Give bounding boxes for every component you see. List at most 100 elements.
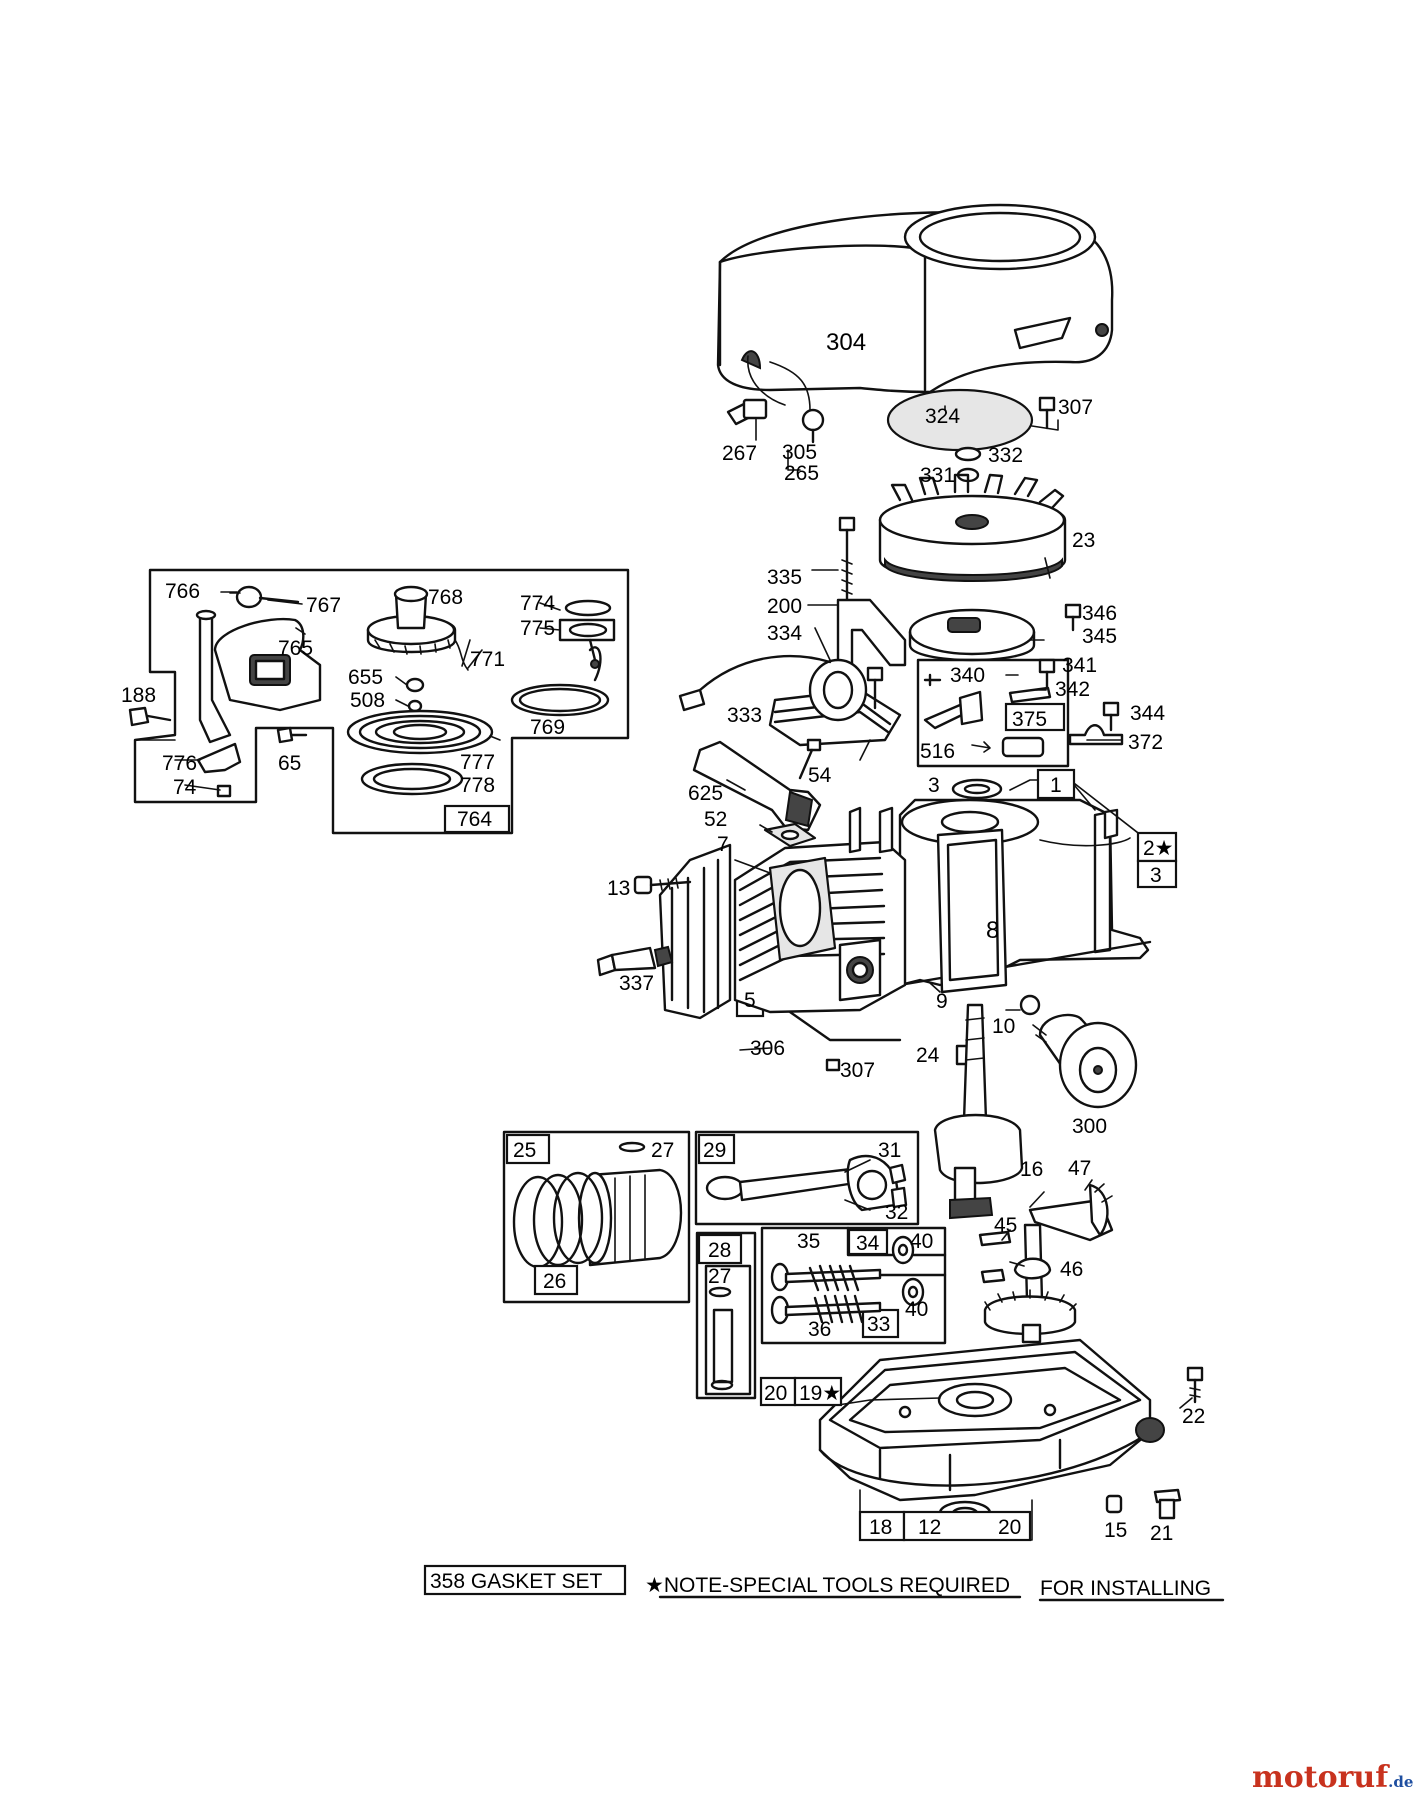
label-508: 508 [350,689,385,712]
label-332: 332 [988,444,1023,467]
breaker-points-box [916,658,1070,768]
label-200: 200 [767,595,802,618]
screw-54 [798,738,822,780]
flywheel-23 [878,473,1067,582]
label-32: 32 [885,1201,908,1224]
label-9: 9 [936,990,948,1013]
label-188: 188 [121,684,156,707]
clip-372 [1068,701,1124,746]
label-7: 7 [717,833,729,856]
label-769: 769 [530,716,565,739]
label-45: 45 [994,1214,1017,1237]
label-25: 25 [513,1139,536,1162]
bolt-335 [838,516,856,602]
label-766: 766 [165,580,200,603]
label-340: 340 [950,664,985,687]
label-22: 22 [1182,1405,1205,1428]
blower-housing-304 [716,203,1114,411]
label-768: 768 [428,586,463,609]
bracket-200 [836,598,907,667]
label-764: 764 [457,808,492,831]
piston-assembly-box-25 [502,1130,691,1304]
for-installing-note: FOR INSTALLING [1040,1577,1211,1600]
label-300: 300 [1072,1115,1107,1138]
label-40-bottom: 40 [905,1298,928,1321]
rewind-starter-assembly-764 [128,568,630,835]
label-47: 47 [1068,1157,1091,1180]
label-265: 265 [784,462,819,485]
governor-47 [1028,1179,1114,1242]
label-765: 765 [278,637,313,660]
label-342: 342 [1055,678,1090,701]
label-307-bottom: 307 [840,1059,875,1082]
label-74: 74 [173,776,197,799]
label-3-top: 3 [928,774,940,797]
watermark: motoruf.de [1252,1760,1413,1795]
label-778: 778 [460,774,495,797]
sump-base-18 [818,1338,1204,1526]
svg-text:motoruf.de: motoruf.de [1252,1760,1413,1795]
cylinder-block [596,740,1152,1072]
label-65: 65 [278,752,301,775]
part-number-labels: 304 324 307 332 331 267 305 265 23 335 2… [121,329,1205,1545]
label-20-box: 20 [764,1382,787,1405]
label-19-star: 19★ [799,1382,841,1405]
label-333: 333 [727,704,762,727]
label-324: 324 [925,405,960,428]
label-52: 52 [704,808,727,831]
label-16: 16 [1020,1158,1043,1181]
label-335: 335 [767,566,802,589]
label-8: 8 [986,917,999,944]
label-10: 10 [992,1015,1015,1038]
label-29: 29 [703,1139,726,1162]
rotating-screen-324 [886,388,1059,483]
valves-box-34-33 [760,1226,947,1345]
gasket-set-label: 358 GASKET SET [430,1570,603,1593]
label-372: 372 [1128,731,1163,754]
label-26: 26 [543,1270,566,1293]
label-34: 34 [856,1232,880,1255]
label-36: 36 [808,1318,831,1341]
label-54: 54 [808,764,832,787]
label-331: 331 [920,464,955,487]
crankshaft-16 [933,1003,1024,1220]
label-18: 18 [869,1516,892,1539]
muffler-300 [1032,1013,1138,1109]
label-33: 33 [867,1313,890,1336]
screws-267-305 [726,398,825,471]
armature-333 [678,654,902,747]
label-27-pin: 27 [708,1265,731,1288]
label-20-seal: 20 [998,1516,1021,1539]
camshaft-46 [983,1223,1077,1344]
label-344: 344 [1130,702,1165,725]
label-24: 24 [916,1044,940,1067]
watermark-tld: .de [1388,1773,1413,1791]
label-625: 625 [688,782,723,805]
label-267: 267 [722,442,757,465]
special-tools-note: ★NOTE-SPECIAL TOOLS REQUIRED [645,1574,1010,1597]
label-655: 655 [348,666,383,689]
label-3-bottom: 3 [1150,864,1162,887]
connecting-rod-box-29 [694,1130,920,1226]
footer-notes: 358 GASKET SET ★NOTE-SPECIAL TOOLS REQUI… [423,1564,1225,1602]
label-375: 375 [1012,708,1047,731]
label-305: 305 [782,441,817,464]
label-306: 306 [750,1037,785,1060]
label-31: 31 [878,1139,901,1162]
label-40-top: 40 [910,1230,933,1253]
label-774: 774 [520,592,555,615]
label-boxes [443,768,1178,1542]
label-13: 13 [607,877,630,900]
label-46: 46 [1060,1258,1083,1281]
label-771: 771 [470,648,505,671]
label-21: 21 [1150,1522,1173,1545]
label-15: 15 [1104,1519,1127,1542]
label-27-piston: 27 [651,1139,674,1162]
label-5: 5 [744,989,756,1012]
label-334: 334 [767,622,802,645]
label-23: 23 [1072,529,1095,552]
plate-345 [908,603,1082,662]
label-775: 775 [520,617,555,640]
label-12: 12 [918,1516,941,1539]
